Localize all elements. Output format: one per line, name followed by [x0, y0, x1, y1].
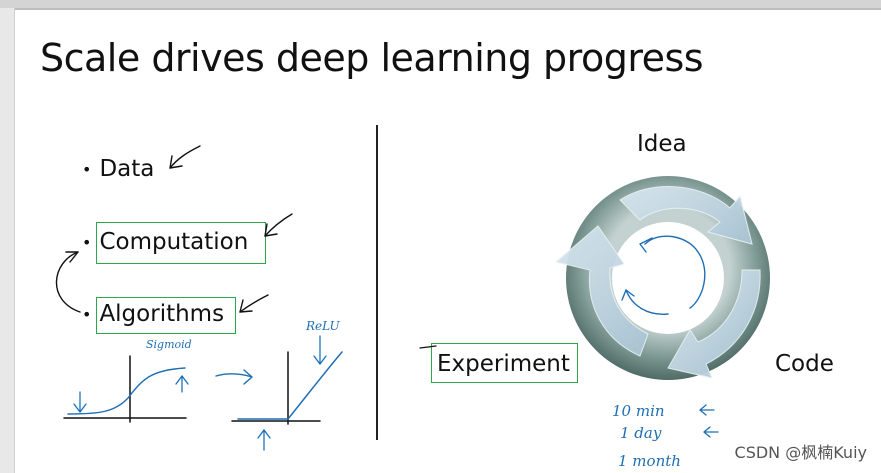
time-note-minutes: 10 min [612, 402, 665, 420]
time-note-arrows [698, 404, 719, 438]
time-note-day: 1 day [620, 424, 662, 442]
hand-arrow-computation [264, 213, 293, 237]
hand-arrow-algorithms [239, 294, 269, 313]
time-note-month: 1 month [618, 452, 681, 470]
hand-arrow-data [169, 145, 201, 169]
cycle-ink-scribble [621, 235, 706, 315]
bullet-dot: • [82, 305, 92, 324]
cycle-experiment-label: Experiment [437, 351, 570, 377]
relu-handwriting: ReLU [305, 319, 340, 333]
bullet-algorithms: • Algorithms [82, 301, 224, 327]
bullet-data: • Data [82, 156, 154, 182]
window-top-bar [0, 0, 881, 8]
slide-left-edge [0, 8, 15, 473]
algorithms-highlight-box [96, 297, 236, 334]
relu-sketch [231, 335, 343, 451]
csdn-watermark: CSDN @枫楠Kuiy [734, 443, 867, 462]
cycle-arrows [554, 186, 761, 379]
sigmoid-handwriting: Sigmoid [146, 338, 192, 351]
experiment-highlight-box [431, 343, 578, 383]
top-border-line [14, 8, 881, 10]
bullet-dot: • [82, 160, 92, 179]
bullet-data-label: Data [99, 156, 155, 182]
bullet-computation-label: Computation [99, 229, 249, 255]
cycle-code-label: Code [775, 351, 834, 377]
bullet-algorithms-label: Algorithms [99, 301, 225, 327]
column-divider [376, 125, 378, 440]
bullet-dot: • [82, 233, 92, 252]
slide-title: Scale drives deep learning progress [40, 36, 704, 80]
computation-highlight-box [96, 222, 266, 264]
sigmoid-sketch [63, 355, 254, 423]
bullet-computation: • Computation [82, 229, 248, 255]
cycle-idea-label: Idea [637, 131, 687, 157]
hand-cycle-arrow [55, 251, 81, 313]
experiment-hand-arrow [419, 345, 437, 349]
